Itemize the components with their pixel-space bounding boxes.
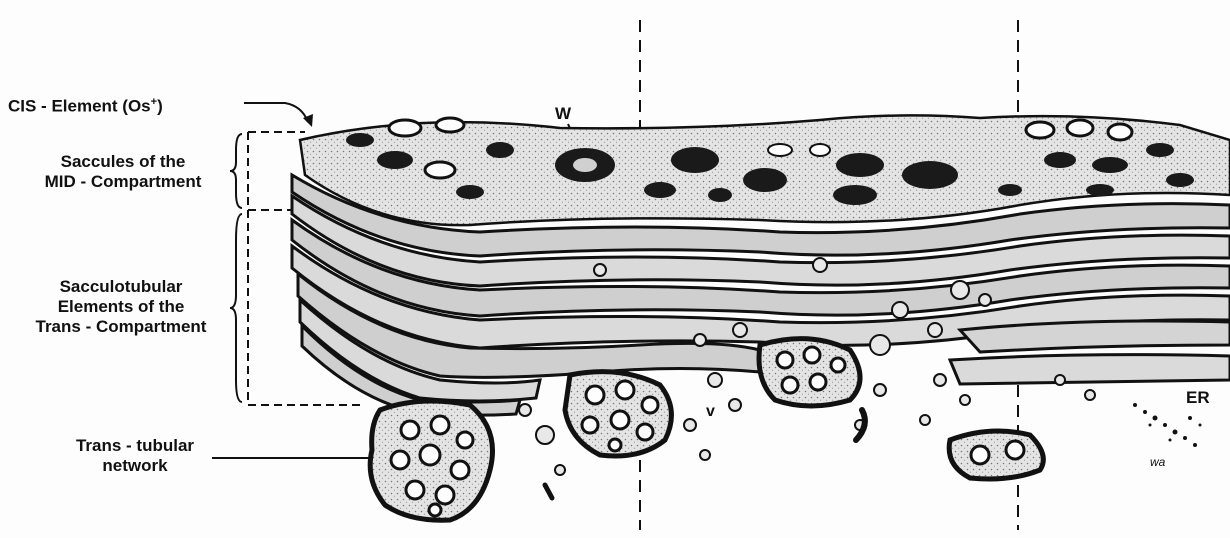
tubule-stub — [545, 485, 552, 498]
artist-signature: wa — [1150, 452, 1165, 472]
ttn-line-1: Trans - tubular — [60, 436, 210, 456]
cis-element-text: CIS - Element (Os — [8, 97, 151, 116]
cis-element-label: CIS - Element (Os+) — [8, 92, 163, 117]
ttn-line-2: network — [60, 456, 210, 476]
er-dots — [1133, 403, 1202, 447]
mid-line-1: Saccules of the — [14, 152, 232, 172]
trans-line-3: Trans - Compartment — [10, 317, 232, 337]
cis-element-close: ) — [157, 97, 163, 116]
trans-line-1: Sacculotubular — [10, 277, 232, 297]
trans-right-2 — [950, 355, 1230, 384]
mid-line-2: MID - Compartment — [14, 172, 232, 192]
cis-leader — [244, 103, 308, 122]
trans-line-2: Elements of the — [10, 297, 232, 317]
w-label: W — [555, 104, 571, 124]
v-label: v — [706, 402, 715, 422]
trans-compartment-label: Sacculotubular Elements of the Trans - C… — [10, 277, 232, 337]
ttn-bottom — [949, 431, 1043, 479]
er-label: ER — [1186, 388, 1210, 408]
trans-tubular-network-label: Trans - tubular network — [60, 436, 210, 476]
mid-compartment-label: Saccules of the MID - Compartment — [14, 152, 232, 192]
trans-right-1 — [960, 321, 1230, 352]
